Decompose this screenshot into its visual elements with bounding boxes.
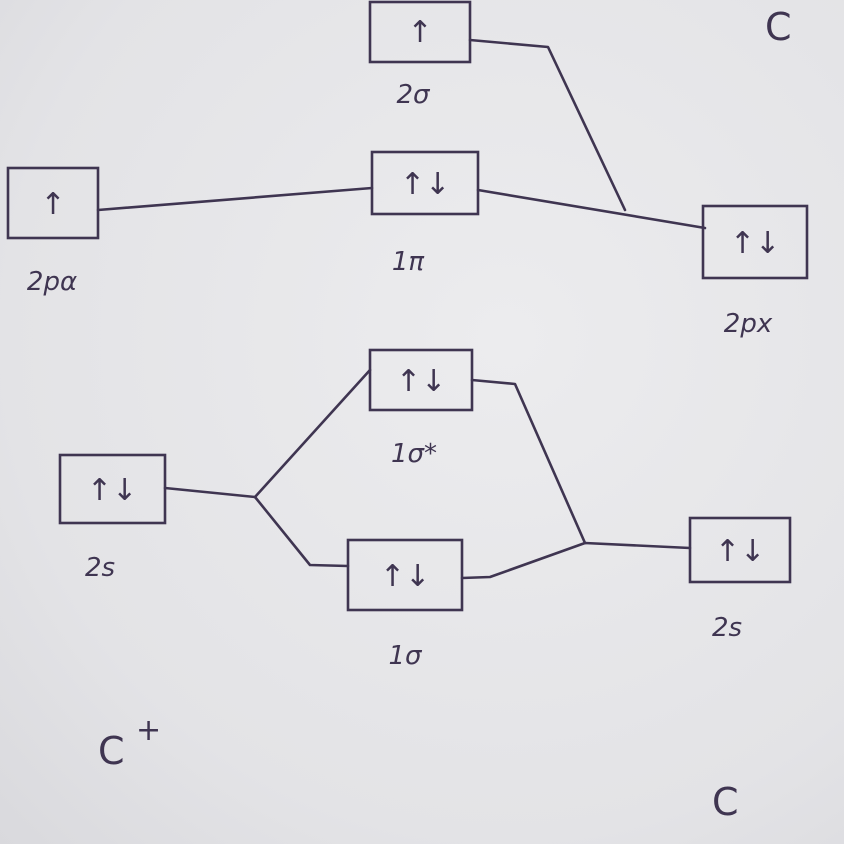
line-pi-to-right-2p	[476, 188, 707, 230]
occupancy-2s-right: ↑↓	[715, 534, 765, 569]
atom-label-bottom-right: C	[712, 780, 739, 824]
atom-label-bottom-left: C	[98, 729, 125, 773]
label-1sigma-star: 1σ*	[391, 439, 437, 469]
label-2p-left: 2pα	[27, 267, 77, 297]
label-1pi: 1π	[392, 247, 425, 277]
occupancy-2sigma: ↑	[407, 15, 432, 50]
occupancy-1pi: ↑↓	[400, 167, 450, 202]
atom-charge-bottom-left: +	[136, 713, 161, 748]
box-2sigma	[368, 0, 472, 64]
box-1sigma	[346, 538, 464, 612]
line-2p-left-to-pi	[96, 186, 374, 212]
label-2p-right: 2px	[724, 309, 773, 339]
line-2s-left-split	[163, 486, 257, 499]
occupancy-2p-left: ↑	[40, 187, 65, 222]
label-1sigma: 1σ	[388, 641, 423, 671]
line-split-to-1sigma-star	[253, 368, 372, 499]
line-1sigma-star-to-right	[470, 378, 587, 545]
line-1sigma-to-right	[460, 541, 692, 580]
correlation-lines	[96, 38, 707, 580]
label-2sigma: 2σ	[396, 80, 431, 110]
occupancy-2s-left: ↑↓	[87, 473, 137, 508]
line-2sigma-to-right-2p	[468, 38, 627, 212]
occupancy-2p-right: ↑↓	[730, 226, 780, 261]
box-1sigma-star	[368, 348, 474, 412]
occupancy-1sigma-star: ↑↓	[396, 364, 446, 399]
line-split-to-1sigma	[253, 495, 350, 568]
atom-label-top-right: C	[765, 5, 792, 49]
occupancy-1sigma: ↑↓	[380, 559, 430, 594]
box-2p-right	[701, 204, 809, 280]
box-1pi	[370, 150, 480, 216]
label-2s-right: 2s	[712, 613, 742, 643]
label-2s-left: 2s	[85, 553, 115, 583]
box-2p-left	[6, 166, 100, 240]
box-2s-left	[58, 453, 167, 525]
box-2s-right	[688, 516, 792, 584]
